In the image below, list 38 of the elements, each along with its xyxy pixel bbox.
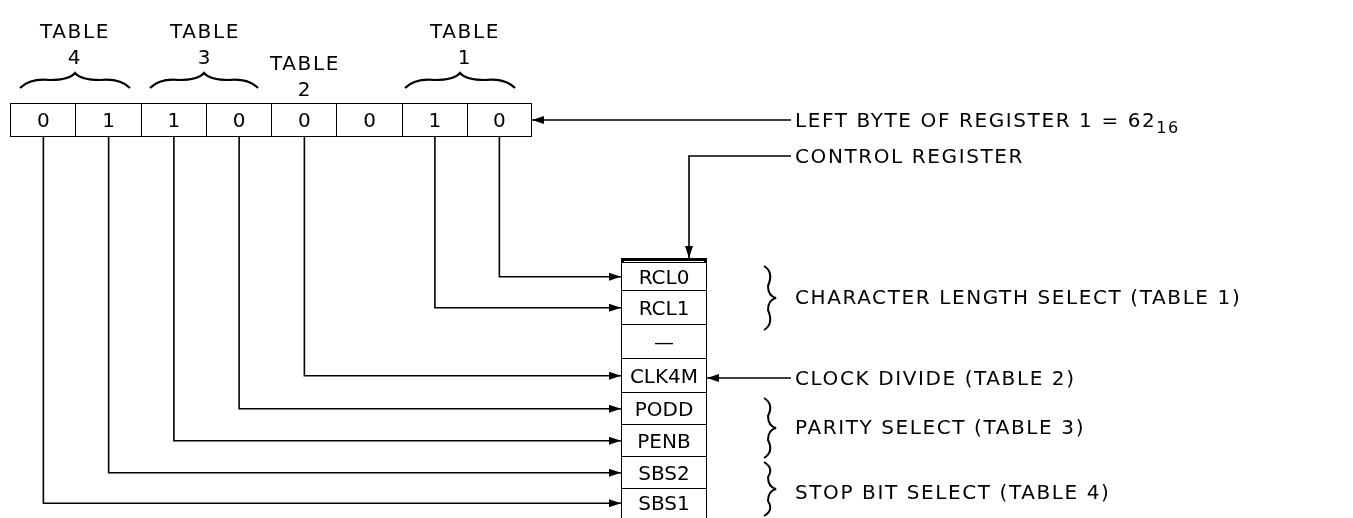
register-bit-cell: 1 <box>140 103 208 137</box>
arrow <box>434 136 622 312</box>
register-bit-cell: SBS2 <box>621 456 707 490</box>
register-bit-cell: 1 <box>75 103 142 137</box>
register-outline <box>621 258 707 517</box>
field-description: STOP BIT SELECT (TABLE 4) <box>795 479 1111 505</box>
table-label: TABLE 3 <box>170 18 240 70</box>
table-label: TABLE 1 <box>430 18 500 70</box>
register-bit-cell: — <box>621 324 707 360</box>
register-bit-cell: PODD <box>621 392 707 426</box>
register-bit-cell: RCL0 <box>621 262 707 292</box>
arrow <box>303 136 622 380</box>
register-bit-cell: 0 <box>10 103 77 137</box>
register-bit-cell: 0 <box>271 103 338 137</box>
table-label: TABLE 4 <box>40 18 110 70</box>
register-bit-cell: 0 <box>336 103 403 137</box>
register-bit-cell: RCL1 <box>621 290 707 326</box>
register-bit-cell: 0 <box>466 103 532 137</box>
arrow <box>42 136 622 508</box>
arrow <box>173 136 622 445</box>
callout-text: LEFT BYTE OF REGISTER 1 = 62$_{16}$ <box>795 108 1180 132</box>
callout-text: CLOCK DIVIDE (TABLE 2) <box>795 366 1076 390</box>
register-outline <box>10 103 532 137</box>
field-description: PARITY SELECT (TABLE 3) <box>795 414 1086 440</box>
register-bit-cell: PENB <box>621 424 707 458</box>
arrow <box>107 136 622 477</box>
callout-text: CONTROL REGISTER <box>795 144 1024 168</box>
register-bit-cell: SBS1 <box>621 488 707 518</box>
arrow <box>238 136 622 413</box>
register-bit-cell: 0 <box>205 103 273 137</box>
field-description: CHARACTER LENGTH SELECT (TABLE 1) <box>795 284 1242 310</box>
arrow <box>706 374 792 382</box>
register-bit-cell: 1 <box>401 103 469 137</box>
table-label: TABLE 2 <box>270 50 340 102</box>
arrow <box>531 116 792 124</box>
register-bit-cell: CLK4M <box>621 358 707 394</box>
arrow <box>498 136 622 281</box>
arrow <box>685 155 792 259</box>
